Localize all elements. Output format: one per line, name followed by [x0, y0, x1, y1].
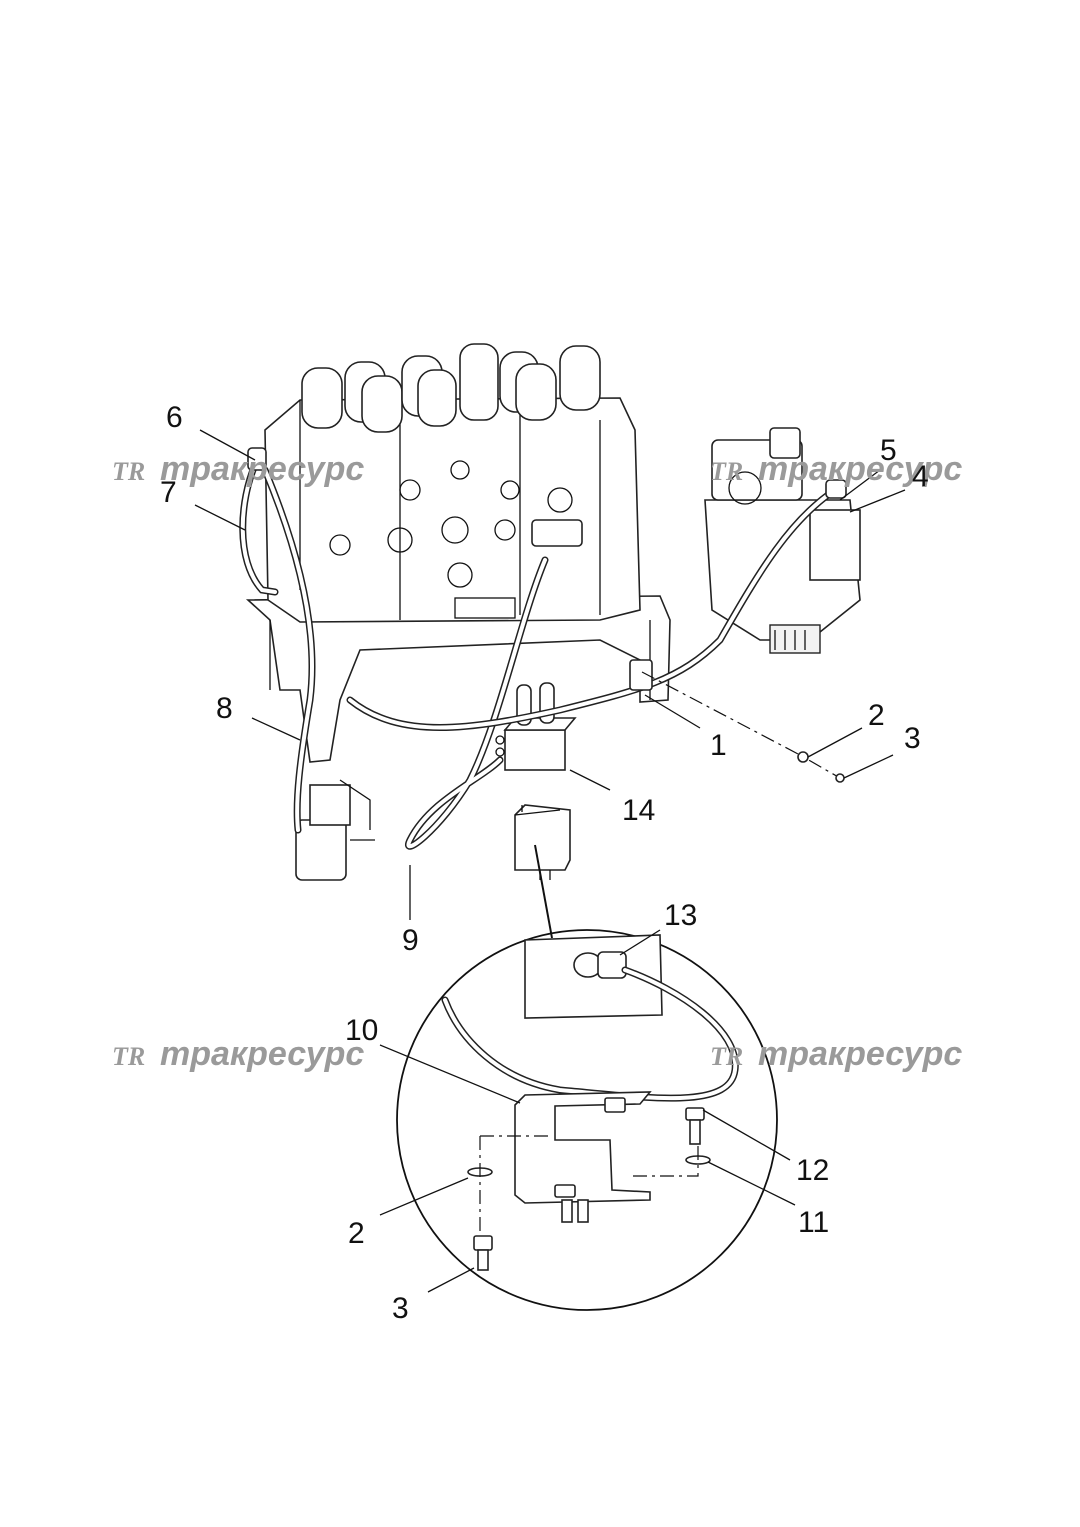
bracket-upper: [514, 804, 571, 880]
hoses: [239, 447, 847, 850]
pressure-sensor-assembly: [295, 779, 375, 881]
watermark-logo: TR: [710, 1042, 743, 1071]
watermark-1: TR тракресурс: [112, 450, 364, 488]
callout-10: 10: [345, 1014, 378, 1047]
callout-3-detail: 3: [392, 1292, 409, 1325]
watermark-text: тракресурс: [160, 450, 364, 488]
part-14-block: [495, 682, 577, 771]
callout-13: 13: [664, 899, 697, 932]
leader-lines: [194, 429, 906, 1293]
callout-5: 5: [880, 434, 897, 467]
callout-4: 4: [912, 460, 929, 493]
callout-3: 3: [904, 722, 921, 755]
watermark-4: TR тракресурс: [710, 1035, 962, 1073]
upper-fasteners: [641, 671, 845, 783]
callout-6: 6: [166, 401, 183, 434]
callout-11: 11: [798, 1206, 829, 1239]
callout-12: 12: [796, 1154, 829, 1187]
watermark-logo: TR: [710, 457, 743, 486]
watermark-text: тракресурс: [758, 450, 962, 488]
watermark-logo: TR: [112, 457, 145, 486]
callout-14: 14: [622, 794, 655, 827]
watermark-text: тракресурс: [160, 1035, 364, 1073]
callout-8: 8: [216, 692, 233, 725]
watermark-3: TR тракресурс: [112, 1035, 364, 1073]
callout-7: 7: [160, 476, 177, 509]
callout-1: 1: [710, 729, 727, 762]
watermark-logo: TR: [112, 1042, 145, 1071]
callout-2: 2: [868, 699, 885, 732]
callout-2-detail: 2: [348, 1217, 365, 1250]
detail-view: [396, 844, 778, 1311]
callout-9: 9: [402, 924, 419, 957]
watermark-2: TR тракресурс: [710, 450, 962, 488]
watermark-text: тракресурс: [758, 1035, 962, 1073]
